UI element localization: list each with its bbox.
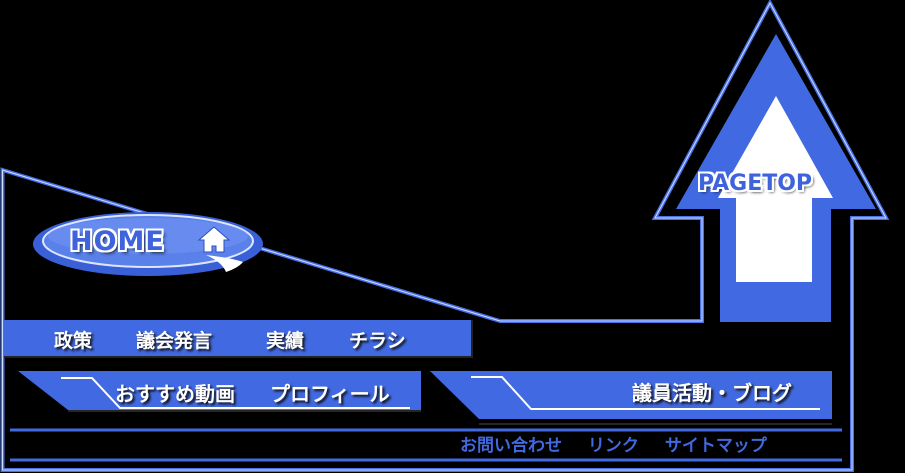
nav-item-policy[interactable]: 政策 [54,330,93,352]
sub-nav-right-shape [430,371,832,425]
nav-item-achievements[interactable]: 実績 [266,330,305,352]
house-icon [197,226,231,253]
footer-link-sitemap[interactable]: サイトマップ [664,436,767,456]
footer-nav: お問い合わせ リンク サイトマップ [460,431,767,456]
sub-nav-left-shape [18,371,421,412]
nav-item-flyers[interactable]: チラシ [349,330,406,352]
footer-link-links[interactable]: リンク [587,436,639,456]
home-button[interactable]: HOME [70,226,165,257]
footer-link-contact[interactable]: お問い合わせ [460,436,562,456]
main-nav: 政策 議会発言 実績 チラシ [4,320,473,358]
nav-item-activity-blog[interactable]: 議員活動・ブログ [632,381,792,405]
pagetop-button[interactable]: PAGETOP [698,171,813,196]
nav-item-recommended-videos[interactable]: おすすめ動画 [115,382,235,406]
home-button-shape[interactable] [33,212,263,276]
nav-item-profile[interactable]: プロフィール [270,382,390,406]
outline-highlight [2,1,887,471]
nav-item-assembly-speech[interactable]: 議会発言 [136,330,213,352]
pagetop-arrow-icon[interactable] [676,34,876,322]
